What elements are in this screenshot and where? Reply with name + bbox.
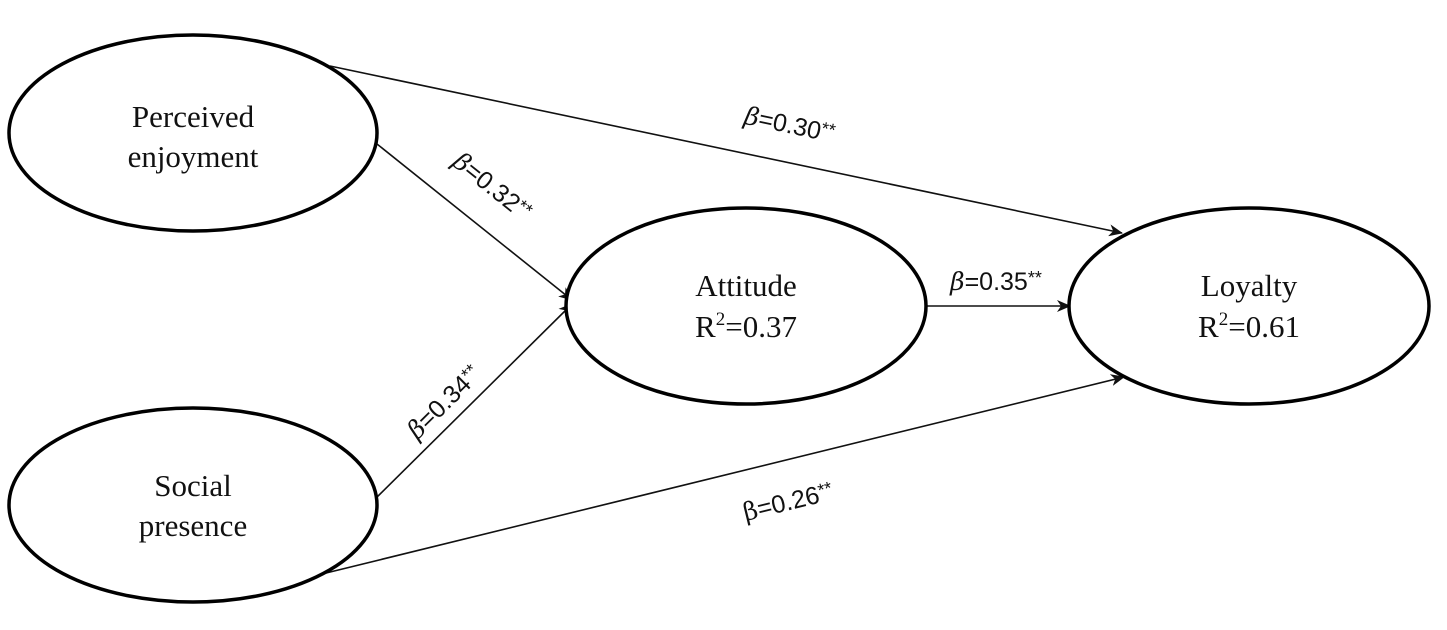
node-loyalty-r2-superscript: 2 — [1219, 309, 1229, 330]
path-label-pe-to-loyalty: β=0.30** — [741, 101, 838, 148]
node-loyalty-r-squared: R2=0.61 — [1198, 309, 1300, 344]
significance-stars: ** — [816, 478, 834, 501]
path-label-attitude-to-loyalty: β=0.35** — [949, 267, 1042, 296]
path-arrow-pe-to-loyalty — [329, 65, 1123, 237]
node-attitude: Attitude R2=0.37 — [564, 206, 928, 406]
significance-stars: ** — [820, 118, 838, 140]
node-attitude-label: Attitude — [695, 268, 797, 303]
path-arrow-sp-to-attitude — [371, 303, 573, 503]
node-social-presence: Social presence — [7, 406, 379, 604]
node-perceived-enjoyment-ellipse — [7, 33, 379, 233]
node-perceived-enjoyment-label-line1: Perceived — [132, 99, 255, 134]
node-social-presence-label-line2: presence — [139, 508, 247, 543]
node-loyalty-label: Loyalty — [1201, 268, 1298, 303]
node-loyalty-r2-prefix: R — [1198, 309, 1219, 344]
node-social-presence-ellipse — [7, 406, 379, 604]
node-attitude-r-squared: R2=0.37 — [695, 309, 797, 344]
node-attitude-r2-prefix: R — [695, 309, 716, 344]
node-loyalty: Loyalty R2=0.61 — [1067, 206, 1431, 406]
node-loyalty-ellipse — [1067, 206, 1431, 406]
node-attitude-r2-value: =0.37 — [725, 309, 797, 344]
path-label-sp-to-attitude: β=0.34** — [401, 359, 487, 445]
path-arrow-pe-to-attitude — [371, 139, 573, 301]
beta-symbol: β — [741, 101, 762, 133]
beta-symbol: β — [740, 495, 761, 527]
node-perceived-enjoyment: Perceived enjoyment — [7, 33, 379, 233]
node-social-presence-label-line1: Social — [154, 468, 232, 503]
path-label-sp-to-loyalty: β=0.26** — [740, 477, 836, 527]
node-loyalty-r2-value: =0.61 — [1228, 309, 1300, 344]
node-attitude-r2-superscript: 2 — [716, 309, 726, 330]
path-label-pe-to-attitude: β=0.32** — [447, 146, 538, 227]
path-coefficient: =0.35 — [965, 268, 1028, 296]
path-coefficient: =0.26 — [754, 481, 822, 523]
path-arrow-sp-to-loyalty — [321, 374, 1125, 575]
node-perceived-enjoyment-label-line2: enjoyment — [128, 139, 259, 174]
node-attitude-ellipse — [564, 206, 928, 406]
beta-symbol: β — [949, 267, 964, 296]
path-coefficient: =0.30 — [756, 105, 824, 145]
significance-stars: ** — [1028, 268, 1042, 288]
